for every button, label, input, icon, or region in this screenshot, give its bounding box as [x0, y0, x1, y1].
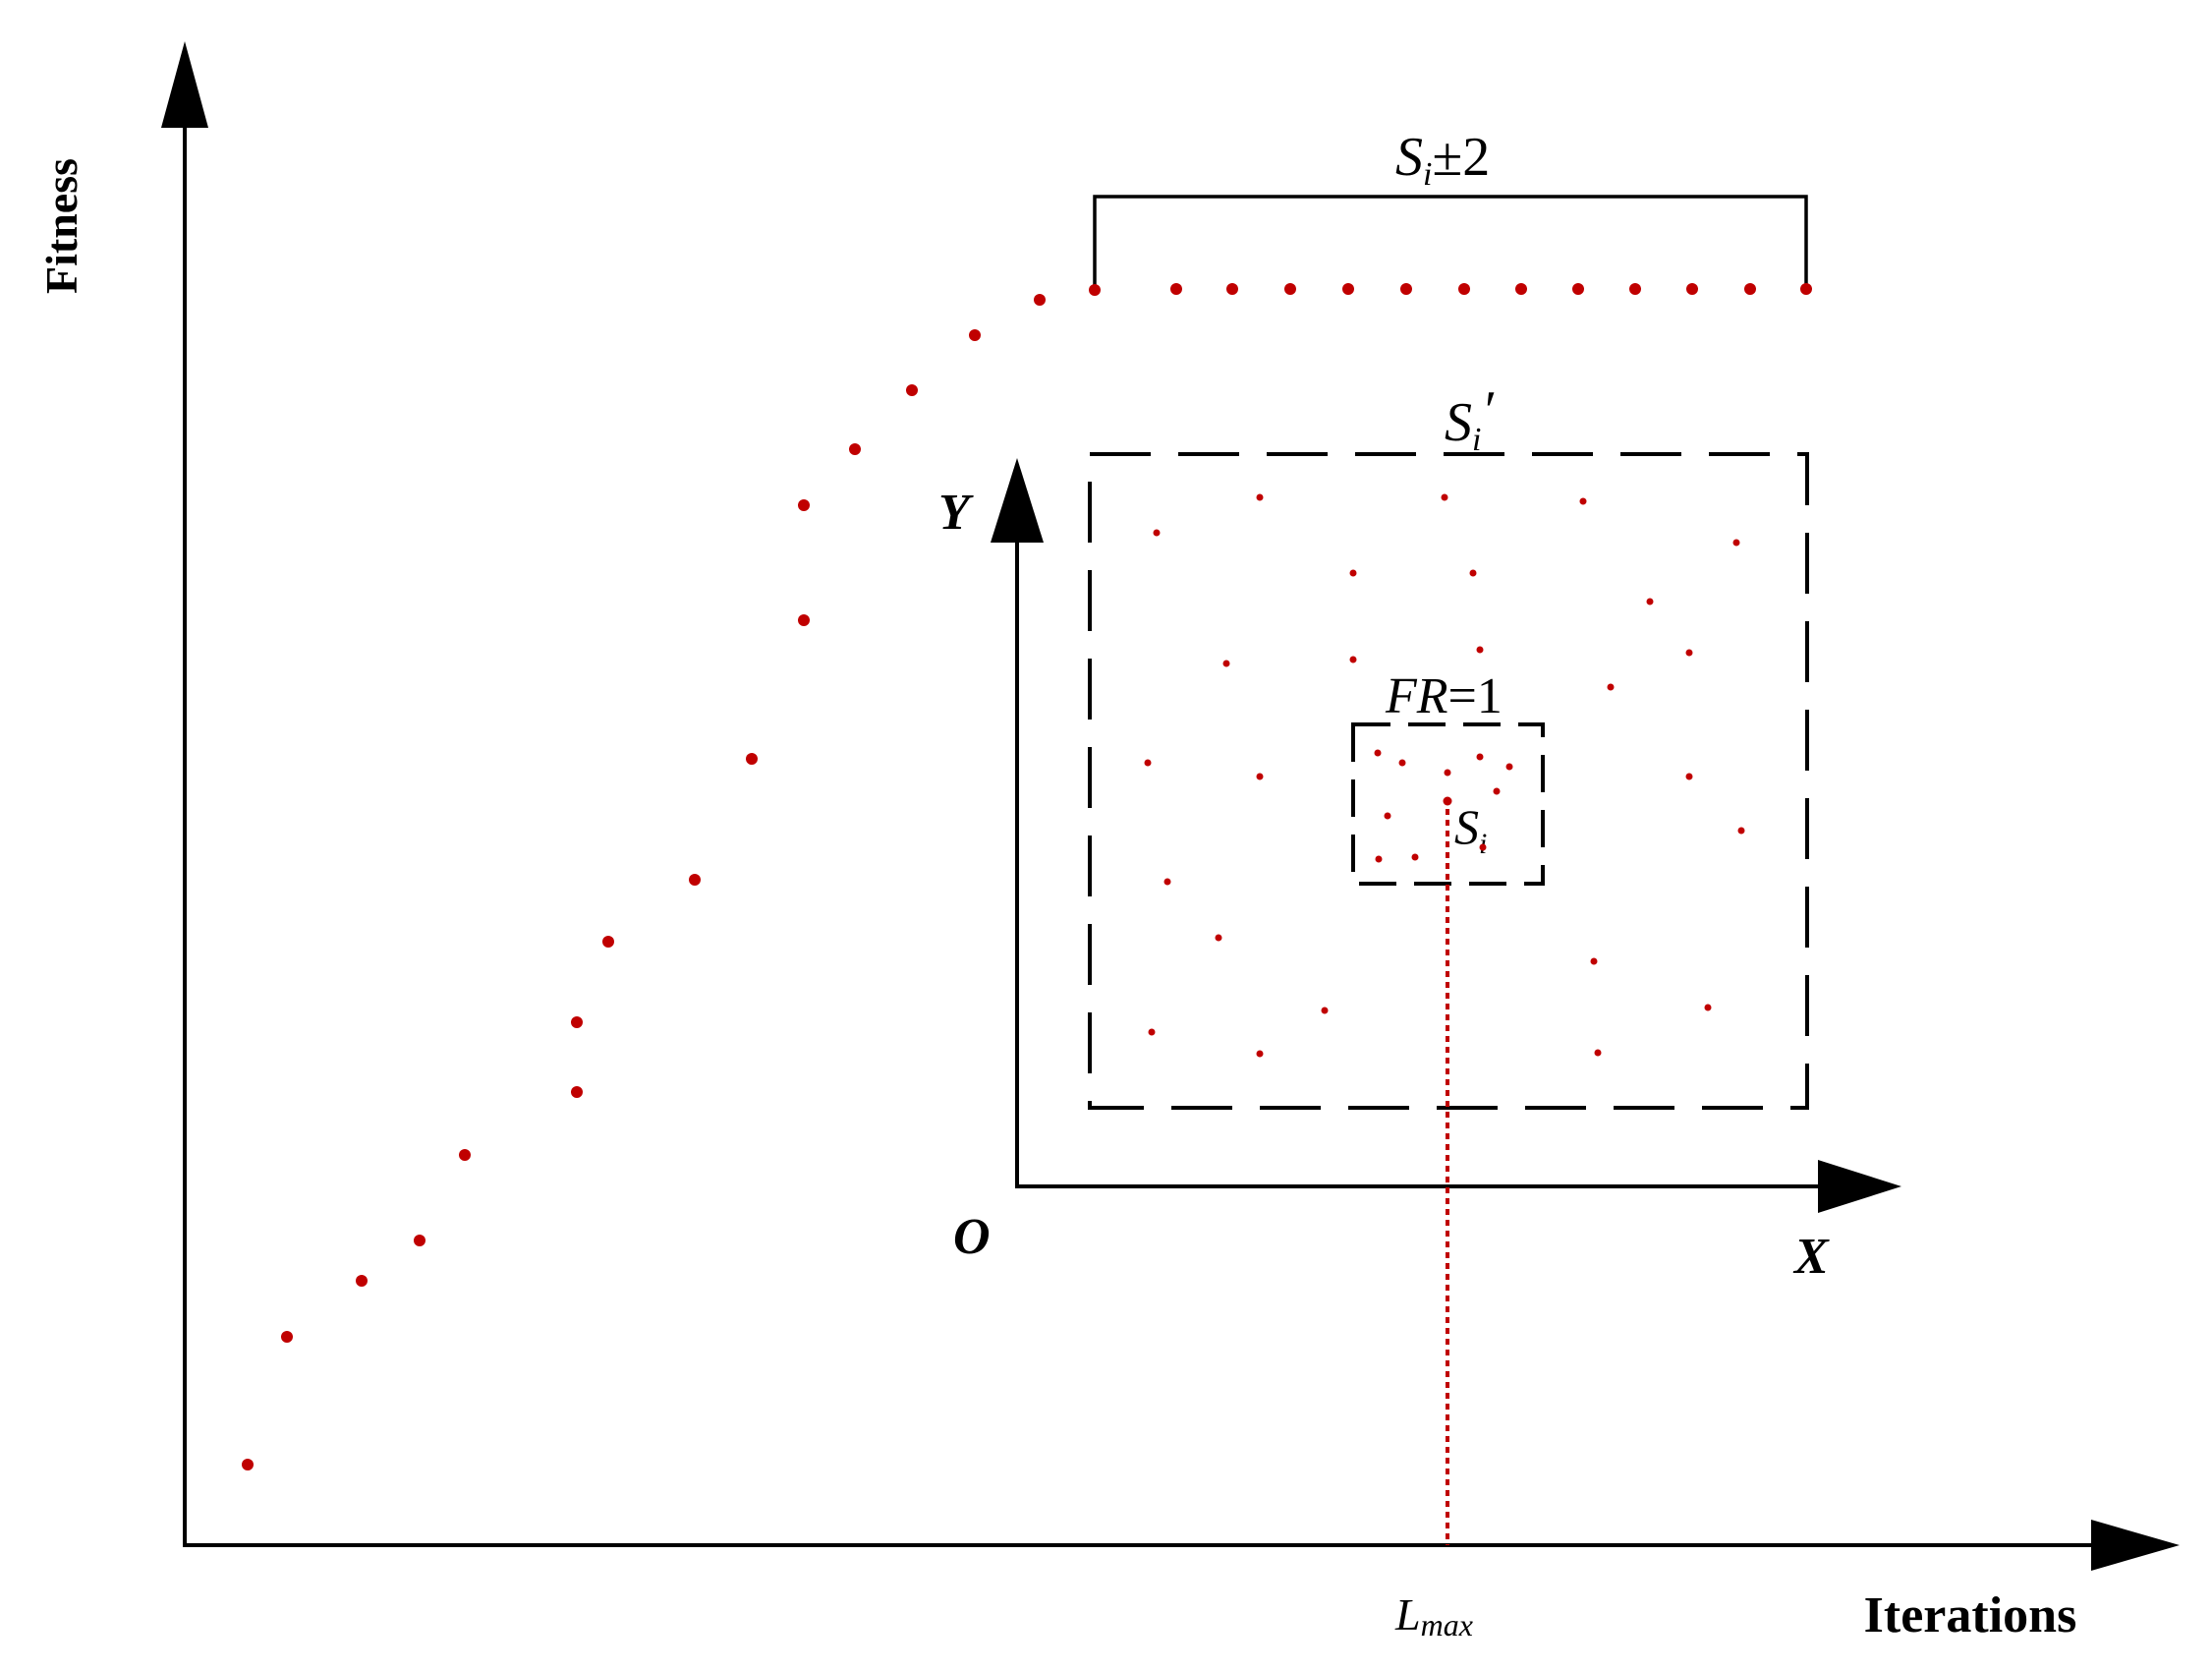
plateau-bracket-label: Si±2 — [1395, 127, 1490, 193]
search-point — [1579, 497, 1587, 505]
search-point — [1398, 759, 1406, 767]
search-point — [1321, 1007, 1329, 1014]
fitness-point — [242, 1459, 254, 1470]
search-point — [1685, 773, 1693, 780]
search-point — [1222, 660, 1230, 667]
lmax-label: Lmax — [1394, 1589, 1473, 1642]
search-point — [1732, 539, 1740, 547]
search-point — [1493, 787, 1501, 795]
search-point — [1411, 853, 1419, 861]
fitness-point — [571, 1086, 583, 1098]
inner-box-search-points — [1374, 749, 1513, 863]
search-point — [1148, 1028, 1156, 1036]
fitness-point — [281, 1331, 293, 1343]
fitness-point — [356, 1275, 368, 1287]
search-point — [1479, 843, 1487, 851]
search-point — [1737, 827, 1745, 835]
fitness-point — [602, 936, 614, 948]
search-point — [1349, 656, 1357, 663]
fitness-point — [1515, 283, 1527, 295]
search-point — [1607, 683, 1615, 691]
search-point — [1349, 569, 1357, 577]
search-point — [1443, 796, 1452, 806]
fitness-point — [1400, 283, 1412, 295]
fitness-point — [1342, 283, 1354, 295]
outer-search-box — [1088, 452, 1809, 1110]
x-axis-label: Iterations — [1864, 1587, 2077, 1643]
fitness-point — [798, 614, 810, 626]
fitness-point — [1744, 283, 1756, 295]
search-point — [1256, 493, 1264, 501]
fitness-point — [798, 499, 810, 511]
search-point — [1469, 569, 1477, 577]
search-point — [1441, 493, 1448, 501]
search-point — [1476, 646, 1484, 654]
fitness-point — [1089, 284, 1101, 296]
inner-origin-label: O — [953, 1209, 991, 1265]
search-point — [1163, 878, 1171, 886]
fitness-point — [1034, 294, 1046, 306]
fitness-point — [689, 874, 701, 886]
main-axes — [161, 41, 2180, 1571]
search-point — [1144, 759, 1152, 767]
inner-search-box — [1351, 722, 1545, 886]
search-point — [1505, 763, 1513, 771]
search-point — [1590, 957, 1598, 965]
fitness-point — [1226, 283, 1238, 295]
outer-search-box-label: Si′ — [1445, 380, 1494, 458]
search-point — [1153, 529, 1161, 537]
search-point — [1374, 749, 1382, 757]
fitness-point — [849, 443, 861, 455]
search-point — [1384, 812, 1391, 820]
search-point — [1375, 855, 1383, 863]
search-point — [1594, 1049, 1602, 1057]
x-axis-arrowhead — [2091, 1520, 2180, 1571]
search-point — [1256, 773, 1264, 780]
inner-x-axis-arrowhead — [1818, 1160, 1901, 1213]
inner-axes — [991, 458, 1901, 1213]
search-point — [1215, 934, 1222, 942]
search-point — [1256, 1050, 1264, 1058]
fitness-point — [1458, 283, 1470, 295]
y-axis-label: Fitness — [36, 158, 86, 294]
fitness-curve-points — [242, 283, 1812, 1470]
fitness-point — [1629, 283, 1641, 295]
search-point — [1685, 649, 1693, 657]
fitness-point — [414, 1235, 425, 1246]
search-point — [1476, 753, 1484, 761]
fitness-point — [746, 753, 758, 765]
fitness-point — [459, 1149, 471, 1161]
fitness-point — [906, 384, 918, 396]
fitness-point — [1800, 283, 1812, 295]
fitness-point — [969, 329, 981, 341]
search-point — [1646, 598, 1654, 605]
inner-y-axis-label: Y — [938, 485, 974, 541]
fr-label: FR=1 — [1385, 668, 1503, 724]
plateau-bracket — [1093, 195, 1808, 287]
fitness-point — [1284, 283, 1296, 295]
outer-box-search-points — [1144, 493, 1745, 1058]
fitness-point — [1686, 283, 1698, 295]
fitness-point — [571, 1016, 583, 1028]
search-point — [1444, 769, 1451, 777]
fitness-point — [1170, 283, 1182, 295]
fitness-point — [1572, 283, 1584, 295]
search-point — [1704, 1004, 1712, 1011]
y-axis-arrowhead — [161, 41, 208, 128]
inner-x-axis-label: X — [1792, 1229, 1830, 1285]
inner-y-axis-arrowhead — [991, 458, 1044, 543]
inner-search-box-label: Si — [1454, 799, 1487, 860]
